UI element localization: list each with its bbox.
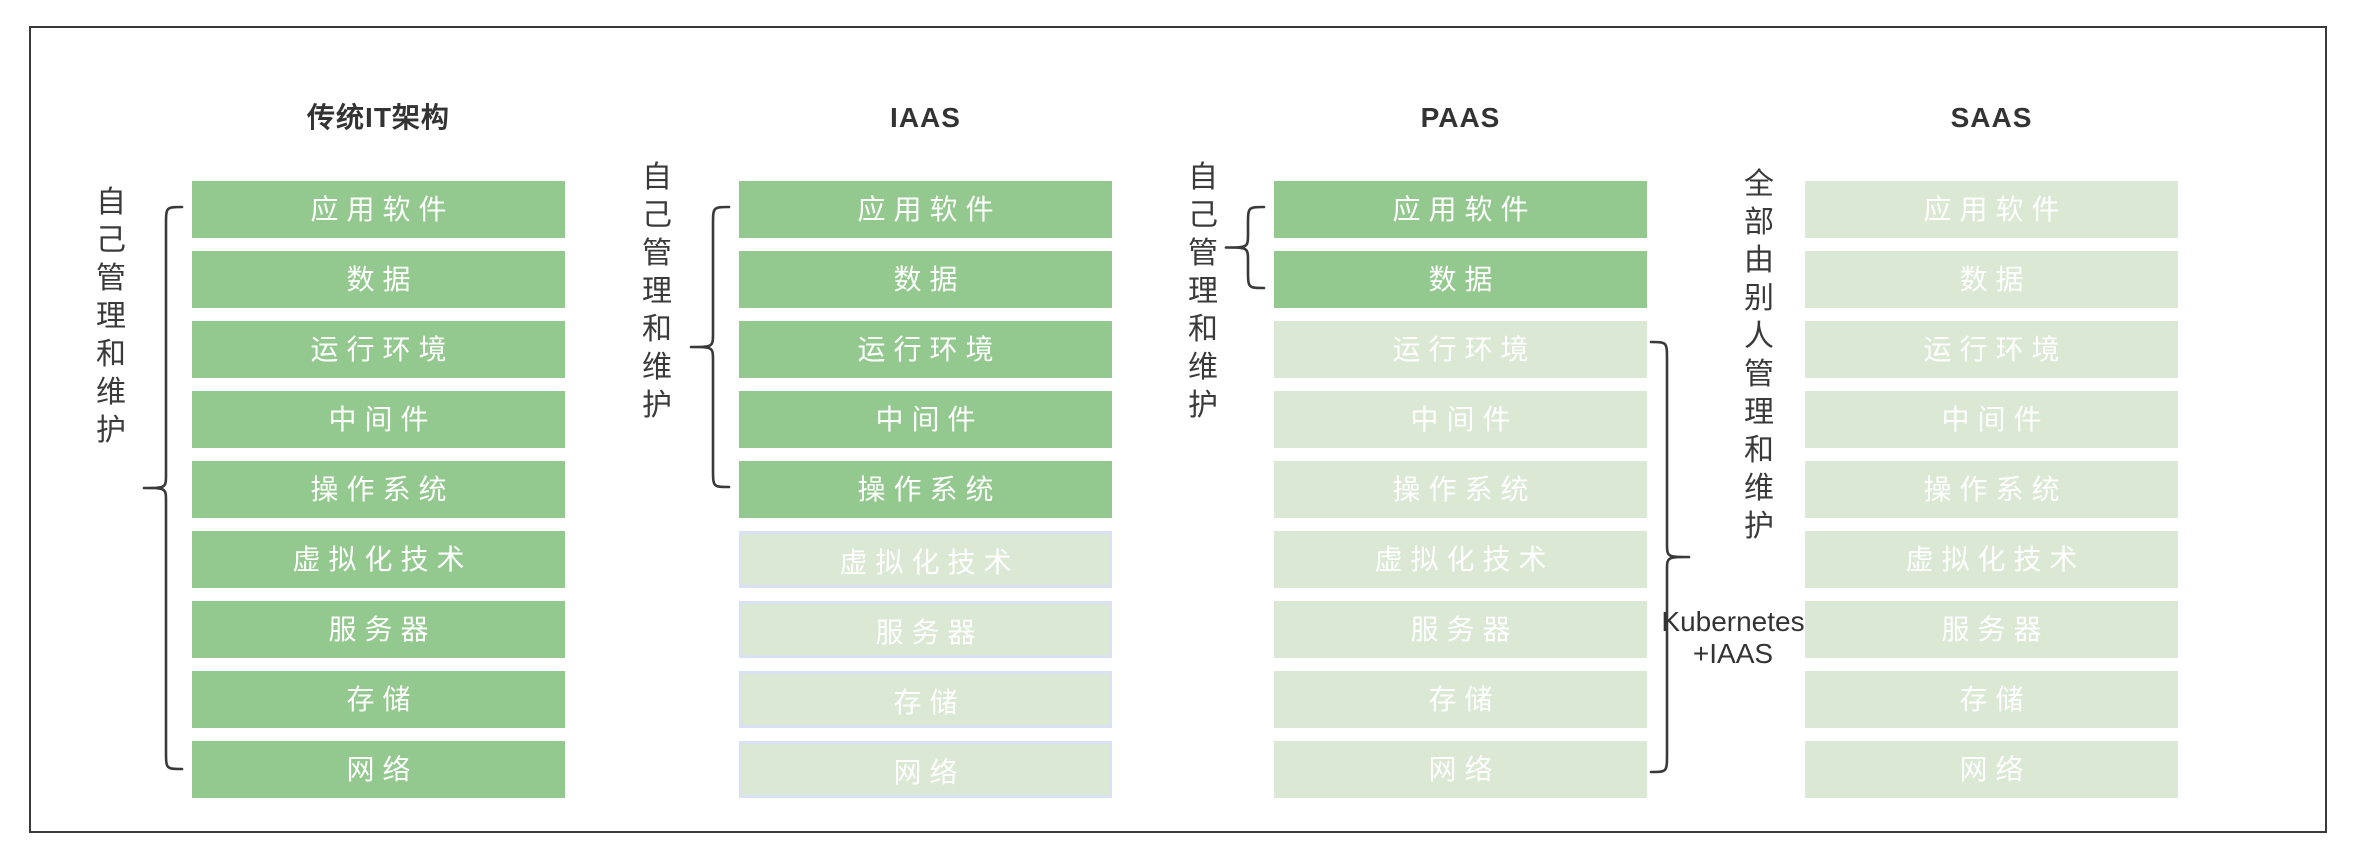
- layer-box-iaas-8: 网络: [739, 741, 1112, 798]
- layer-box-saas-8: 网络: [1805, 741, 2178, 798]
- side-label-char: 由: [1744, 244, 1774, 277]
- side-label-char: 管: [642, 237, 672, 270]
- side-label-char: 维: [96, 376, 126, 409]
- side-label-char: 护: [1188, 389, 1218, 422]
- column-title-iaas: IAAS: [890, 102, 961, 133]
- layer-box-iaas-5: 虚拟化技术: [739, 531, 1112, 588]
- side-label-char: 自: [96, 186, 126, 219]
- layer-box-paas-6: 服务器: [1274, 601, 1647, 658]
- side-label-char: 和: [642, 313, 672, 346]
- layer-box-traditional-0: 应用软件: [192, 181, 565, 238]
- side-label-char: 己: [1188, 199, 1218, 232]
- layer-box-saas-6: 服务器: [1805, 601, 2178, 658]
- side-label-char: 自: [1188, 161, 1218, 194]
- layer-box-paas-3: 中间件: [1274, 391, 1647, 448]
- side-label-char: 自: [642, 161, 672, 194]
- kubernetes-iaas-label: Kubernetes+IAAS: [1661, 606, 1804, 670]
- layer-box-paas-1: 数据: [1274, 251, 1647, 308]
- side-label-char: 己: [96, 224, 126, 257]
- layer-box-iaas-1: 数据: [739, 251, 1112, 308]
- side-label-char: 管: [1744, 358, 1774, 391]
- side-label-char: 管: [1188, 237, 1218, 270]
- side-label-char: 护: [642, 389, 672, 422]
- side-label-traditional: 自己管理和维护: [93, 184, 129, 450]
- side-label-char: 理: [642, 275, 672, 308]
- layer-box-traditional-3: 中间件: [192, 391, 565, 448]
- side-label-iaas: 自己管理和维护: [639, 159, 675, 425]
- layer-box-traditional-6: 服务器: [192, 601, 565, 658]
- side-label-char: 护: [96, 414, 126, 447]
- layer-box-saas-7: 存储: [1805, 671, 2178, 728]
- side-label-char: 和: [1744, 434, 1774, 467]
- side-label-char: 护: [1744, 510, 1774, 543]
- layer-box-traditional-8: 网络: [192, 741, 565, 798]
- kubernetes-iaas-label-line: Kubernetes: [1661, 606, 1805, 637]
- side-label-char: 维: [1188, 351, 1218, 384]
- side-label-char: 理: [1188, 275, 1218, 308]
- layer-box-iaas-2: 运行环境: [739, 321, 1112, 378]
- layer-box-saas-1: 数据: [1805, 251, 2178, 308]
- side-label-char: 和: [96, 338, 126, 371]
- side-label-char: 管: [96, 262, 126, 295]
- layer-box-iaas-0: 应用软件: [739, 181, 1112, 238]
- layer-box-iaas-6: 服务器: [739, 601, 1112, 658]
- layer-box-traditional-1: 数据: [192, 251, 565, 308]
- side-label-char: 己: [642, 199, 672, 232]
- side-label-saas: 全部由别人管理和维护: [1741, 166, 1777, 546]
- layer-box-paas-5: 虚拟化技术: [1274, 531, 1647, 588]
- side-label-char: 理: [1744, 396, 1774, 429]
- layer-box-iaas-3: 中间件: [739, 391, 1112, 448]
- layer-box-paas-7: 存储: [1274, 671, 1647, 728]
- layer-box-traditional-2: 运行环境: [192, 321, 565, 378]
- layer-box-saas-4: 操作系统: [1805, 461, 2178, 518]
- side-label-paas: 自己管理和维护: [1185, 159, 1221, 425]
- layer-box-saas-3: 中间件: [1805, 391, 2178, 448]
- column-title-traditional: 传统IT架构: [307, 102, 450, 133]
- column-title-saas: SAAS: [1950, 102, 2033, 133]
- column-title-paas: PAAS: [1420, 102, 1501, 133]
- layer-box-iaas-4: 操作系统: [739, 461, 1112, 518]
- layer-box-traditional-7: 存储: [192, 671, 565, 728]
- side-label-char: 维: [1744, 472, 1774, 505]
- layer-box-paas-2: 运行环境: [1274, 321, 1647, 378]
- layer-box-paas-8: 网络: [1274, 741, 1647, 798]
- side-label-char: 别: [1744, 282, 1774, 315]
- layer-box-paas-0: 应用软件: [1274, 181, 1647, 238]
- side-label-char: 全: [1744, 168, 1774, 201]
- layer-box-iaas-7: 存储: [739, 671, 1112, 728]
- side-label-char: 人: [1744, 320, 1774, 353]
- layer-box-traditional-4: 操作系统: [192, 461, 565, 518]
- side-label-char: 部: [1744, 206, 1774, 239]
- layer-box-saas-0: 应用软件: [1805, 181, 2178, 238]
- layer-box-saas-2: 运行环境: [1805, 321, 2178, 378]
- side-label-char: 和: [1188, 313, 1218, 346]
- layer-box-saas-5: 虚拟化技术: [1805, 531, 2178, 588]
- side-label-char: 理: [96, 300, 126, 333]
- kubernetes-iaas-label-line: +IAAS: [1692, 638, 1774, 669]
- side-label-char: 维: [642, 351, 672, 384]
- layer-box-paas-4: 操作系统: [1274, 461, 1647, 518]
- layer-box-traditional-5: 虚拟化技术: [192, 531, 565, 588]
- outer-frame: [29, 26, 2327, 833]
